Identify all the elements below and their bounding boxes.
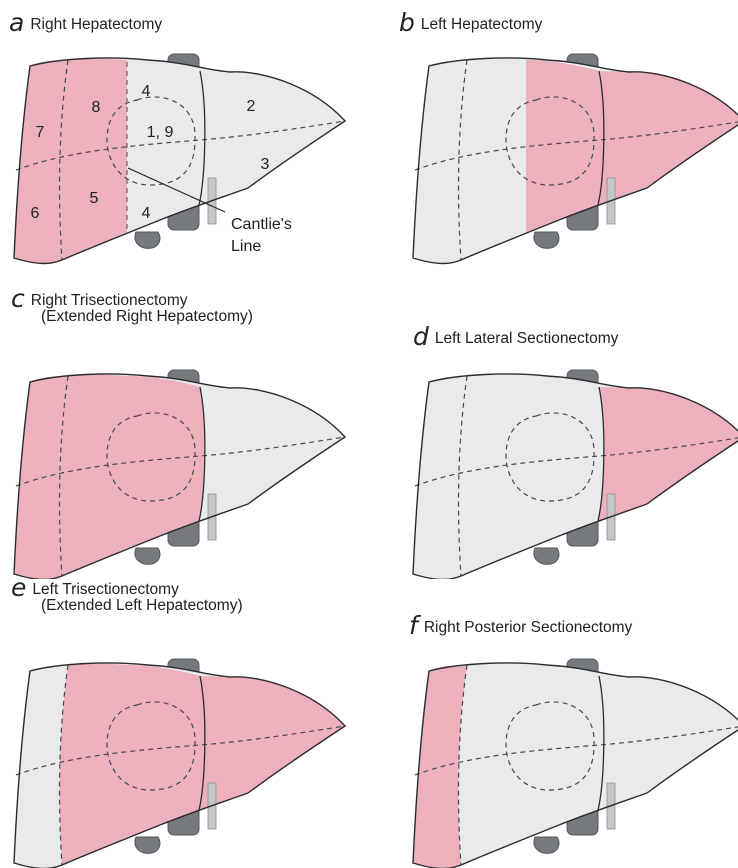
liver-diagram [0,290,369,579]
segment-label: 4 [142,83,151,100]
resected-region-left-medial [526,60,604,232]
resected-region-right-lobe [14,59,127,264]
liver-group [413,370,738,579]
segment-label: 3 [261,156,270,173]
liver-group [14,370,345,579]
segment-label: 6 [31,205,40,222]
portal-vessel [534,548,559,564]
liver-group [413,659,738,868]
segment-label: 1, 9 [147,124,174,141]
cantlie-callout-label: Line [231,238,261,255]
liver-diagram [399,290,738,579]
resected-region-left-medial [127,665,205,837]
liver-diagram [0,579,369,868]
portal-vessel [534,232,559,248]
portal-vessel [135,837,160,853]
segment-label: 8 [92,99,101,116]
portal-vessel [135,548,160,564]
resected-region-right-lobe [14,375,127,580]
liver-group [14,659,345,868]
liver-diagram [399,0,738,289]
resected-region-left-medial [127,376,205,548]
cantlie-callout-label: Cantlie's [231,216,292,233]
portal-vessel [534,837,559,853]
liver-diagram [399,579,738,868]
resected-region-right-anterior [60,664,127,866]
segment-label: 7 [36,124,45,141]
segment-label: 5 [90,190,99,207]
liver-group [413,54,738,264]
segment-label: 2 [247,98,256,115]
segment-label: 4 [142,205,151,222]
portal-vessel [135,232,160,248]
